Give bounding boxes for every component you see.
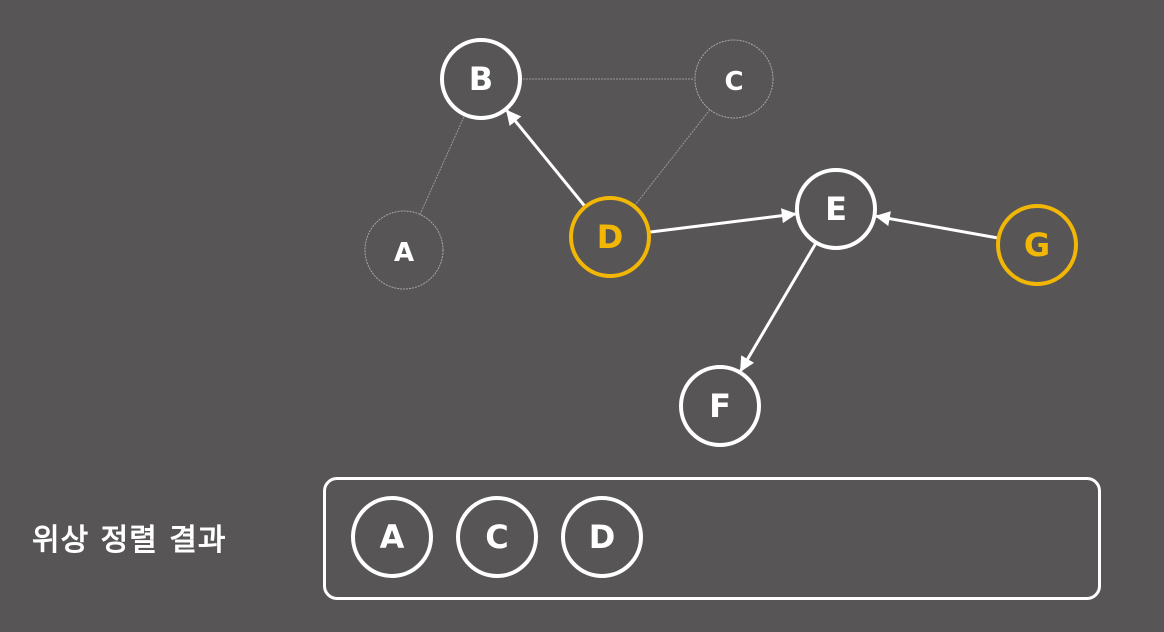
edge-A-B (419, 116, 465, 215)
node-b-circle (440, 38, 522, 120)
edge-D-B (505, 109, 587, 208)
node-c-label: C (724, 67, 743, 97)
result-item-d-label: D (589, 518, 616, 556)
edge-C-D (634, 109, 711, 206)
result-item-c-circle (456, 496, 538, 578)
result-item-a-label: A (380, 518, 405, 556)
result-label: 위상 정렬 결과 (32, 523, 227, 558)
edge-E-F (739, 241, 818, 372)
node-d-circle (569, 196, 651, 278)
node-g-circle (996, 204, 1078, 286)
node-f-circle (679, 365, 761, 447)
result-item-c-label: C (485, 518, 508, 556)
edge-G-E (874, 211, 999, 240)
node-b-label: B (469, 60, 493, 98)
node-e-label: E (825, 190, 847, 228)
node-f-label: F (709, 387, 731, 425)
node-e-circle (795, 168, 877, 250)
node-d-label: D (597, 218, 624, 256)
edge-D-E (648, 208, 797, 234)
node-g-label: G (1024, 226, 1050, 264)
result-item-d-circle (561, 496, 643, 578)
node-c-circle (694, 39, 774, 119)
result-item-a-circle (351, 496, 433, 578)
node-a-circle (364, 210, 444, 290)
node-a-label: A (394, 238, 414, 268)
result-box (323, 477, 1101, 600)
